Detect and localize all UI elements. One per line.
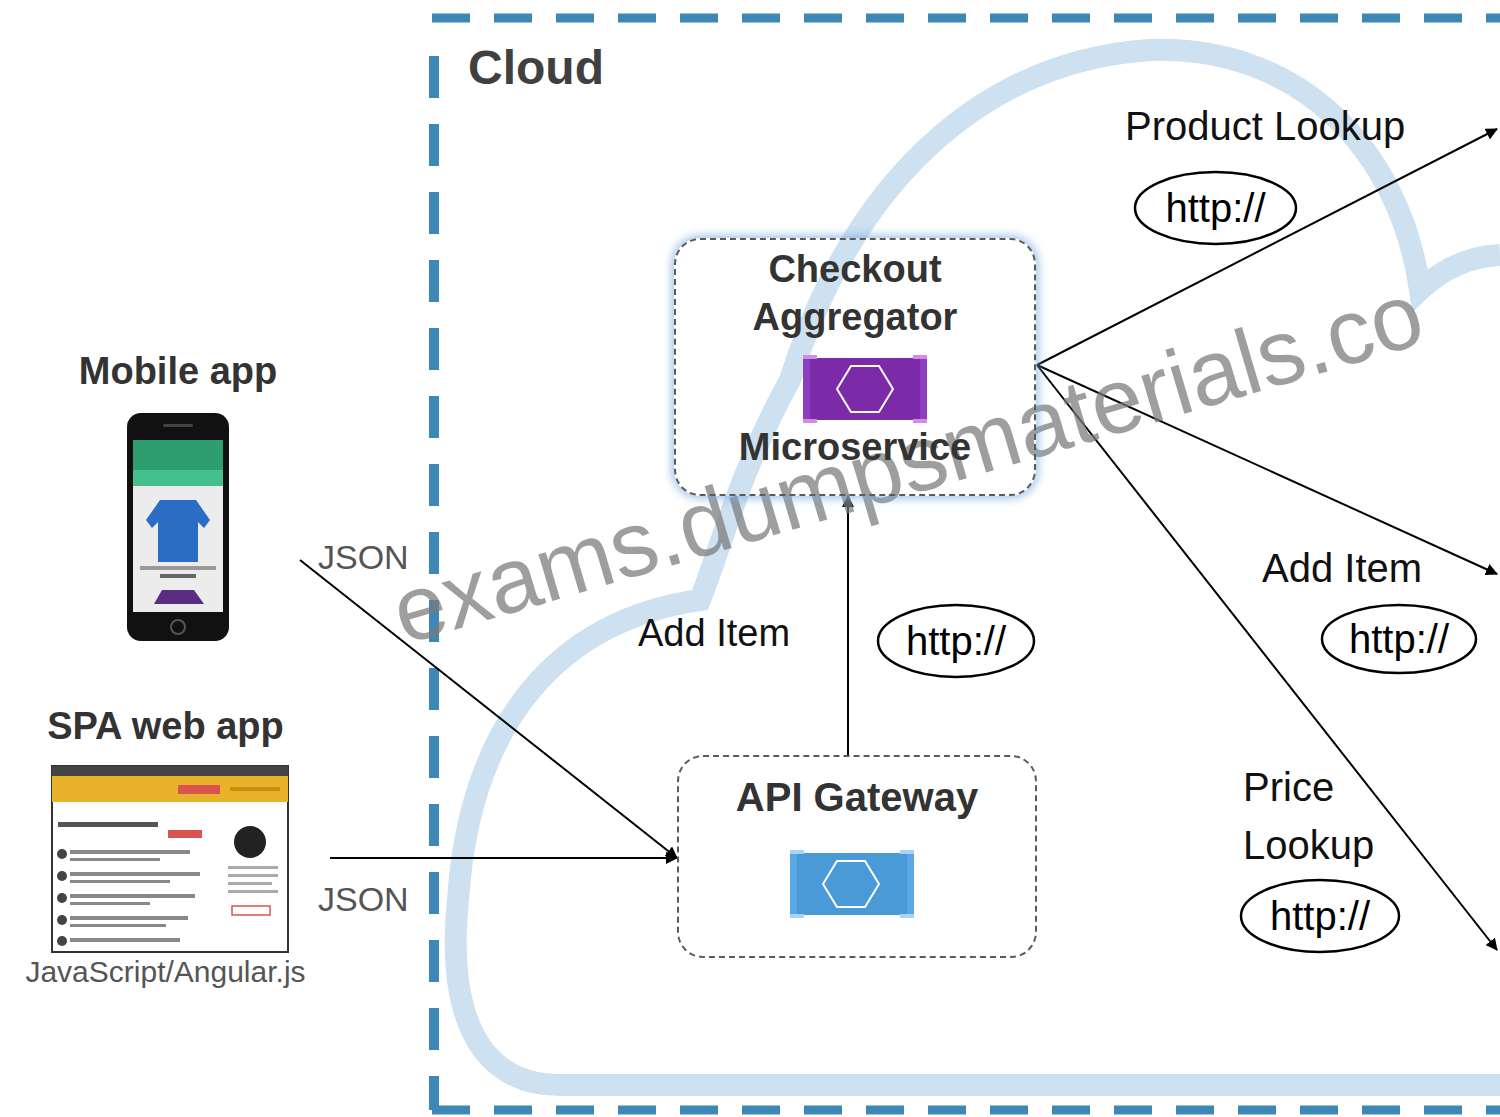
edge-label: JSON — [318, 880, 409, 919]
microservice-box: Checkout AggregatorMicroservice — [674, 238, 1036, 496]
outgoing-call-lines — [1037, 129, 1497, 950]
call-label: Price Lookup — [1243, 758, 1413, 874]
gateway-box: API Gateway — [677, 755, 1037, 958]
http-badge: http:// — [1133, 170, 1298, 246]
cloud-region: CloudCheckout AggregatorMicroserviceAPI … — [432, 18, 1500, 1112]
node-heading: API Gateway — [679, 775, 1035, 820]
node-text: Microservice — [676, 426, 1034, 469]
edge-label: JSON — [318, 538, 409, 577]
client-app: SPA web appJavaScript/Angular.js — [5, 705, 330, 1000]
ellipse-shape — [1241, 880, 1399, 952]
call-label: Product Lookup — [1125, 104, 1405, 149]
node-text: JavaScript/Angular.js — [5, 955, 326, 989]
gateway-icon — [790, 850, 914, 918]
edge-label: Add Item — [638, 612, 790, 655]
node-heading: Checkout Aggregator — [706, 246, 1004, 341]
phone-illustration — [127, 413, 229, 641]
http-badge: http:// — [876, 603, 1036, 679]
call-label: Add Item — [1262, 546, 1422, 591]
node-heading: http:// — [1165, 186, 1265, 231]
connector-arrow — [330, 857, 677, 859]
node-heading: http:// — [1270, 894, 1370, 939]
node-heading: http:// — [906, 619, 1006, 664]
node-heading: Mobile app — [60, 350, 296, 393]
http-badge: http:// — [1239, 878, 1401, 954]
node-heading: http:// — [1349, 617, 1449, 662]
web-app-screenshot — [52, 766, 288, 952]
ellipse-shape — [1322, 605, 1476, 673]
http-badge: http:// — [1320, 603, 1478, 675]
ellipse-shape — [878, 605, 1034, 677]
node-heading: Cloud — [468, 40, 768, 95]
ellipse-shape — [1135, 172, 1296, 244]
client-app: Mobile app — [60, 350, 300, 645]
node-heading: SPA web app — [5, 705, 326, 748]
